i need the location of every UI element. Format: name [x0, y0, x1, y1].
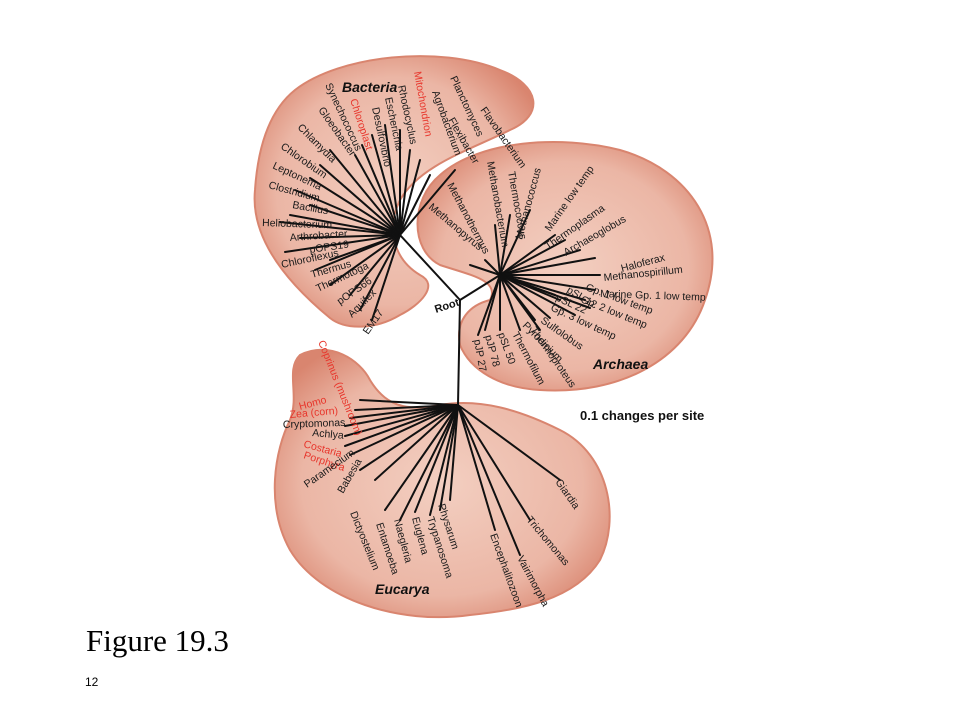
slide-number: 12 — [85, 675, 99, 689]
taxon-label: Heliobacterium — [262, 217, 333, 231]
domain-label-bacteria: Bacteria — [342, 79, 397, 95]
taxon-label: pOPS19 — [309, 239, 350, 256]
archaea-region — [416, 141, 714, 392]
taxon-label: Marine Gp. 1 low temp — [600, 288, 706, 304]
domain-label-archaea: Archaea — [592, 356, 648, 372]
taxon-label: Achlya — [312, 427, 345, 442]
figure-caption: Figure 19.3 — [86, 623, 229, 658]
taxon-label: pJP 27 — [471, 338, 488, 372]
tree-branches — [279, 124, 601, 556]
taxon-label: Cryptomonas — [283, 417, 346, 431]
root-label: Root — [433, 297, 461, 316]
scale-label: 0.1 changes per site — [580, 408, 704, 423]
domain-label-eucarya: Eucarya — [375, 581, 430, 597]
taxon-label: Zea (corn) — [289, 405, 338, 421]
taxon-label: Arthrobacter — [289, 228, 348, 244]
